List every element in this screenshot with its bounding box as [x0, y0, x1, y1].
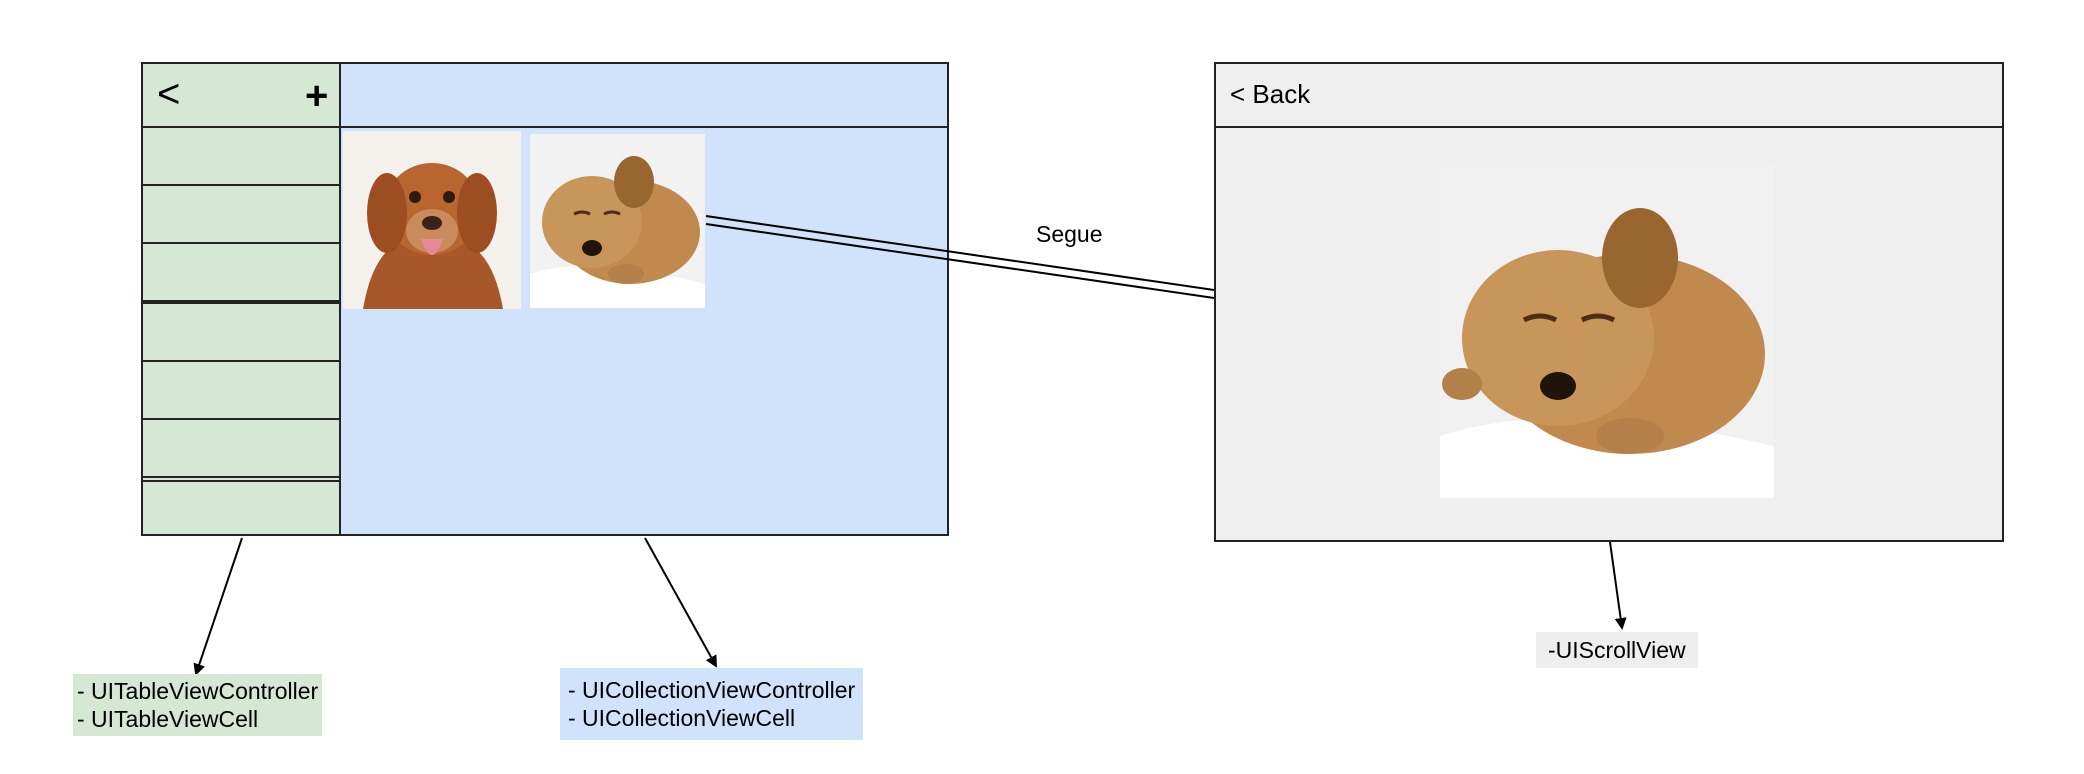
table-row[interactable]	[141, 418, 341, 478]
segue-label: Segue	[1036, 221, 1103, 247]
dog-photo[interactable]	[343, 131, 521, 309]
table-row[interactable]	[141, 126, 341, 186]
puppy-photo-illustration	[530, 134, 705, 308]
puppy-detail-illustration	[1440, 166, 1774, 498]
collection-view-navbar	[339, 62, 949, 128]
table-view-navbar: < +	[141, 62, 341, 128]
back-chevron-icon[interactable]: <	[157, 72, 181, 116]
table-caption-line: - UITableViewController	[77, 678, 319, 704]
table-row[interactable]	[141, 480, 341, 536]
collection-caption-arrow	[644, 537, 717, 668]
table-caption-line: - UITableViewCell	[77, 706, 259, 732]
add-icon[interactable]: +	[305, 74, 329, 118]
dog-photo-illustration	[343, 131, 521, 309]
puppy-photo[interactable]	[530, 134, 705, 308]
table-row[interactable]	[141, 360, 341, 420]
puppy-detail-photo	[1440, 166, 1774, 498]
segue-connector	[705, 215, 1215, 299]
table-caption-arrow	[193, 537, 243, 676]
scroll-caption: -UIScrollView	[1536, 632, 1698, 668]
collection-caption: - UICollectionViewController - UICollect…	[560, 668, 864, 740]
back-button[interactable]: < Back	[1230, 79, 1311, 109]
scroll-caption-arrow	[1609, 541, 1627, 630]
table-caption: - UITableViewController - UITableViewCel…	[73, 674, 323, 736]
collection-caption-line: - UICollectionViewCell	[568, 705, 796, 731]
table-row[interactable]	[141, 242, 341, 302]
detail-view-navbar	[1214, 62, 2004, 128]
collection-caption-line: - UICollectionViewController	[568, 677, 856, 703]
